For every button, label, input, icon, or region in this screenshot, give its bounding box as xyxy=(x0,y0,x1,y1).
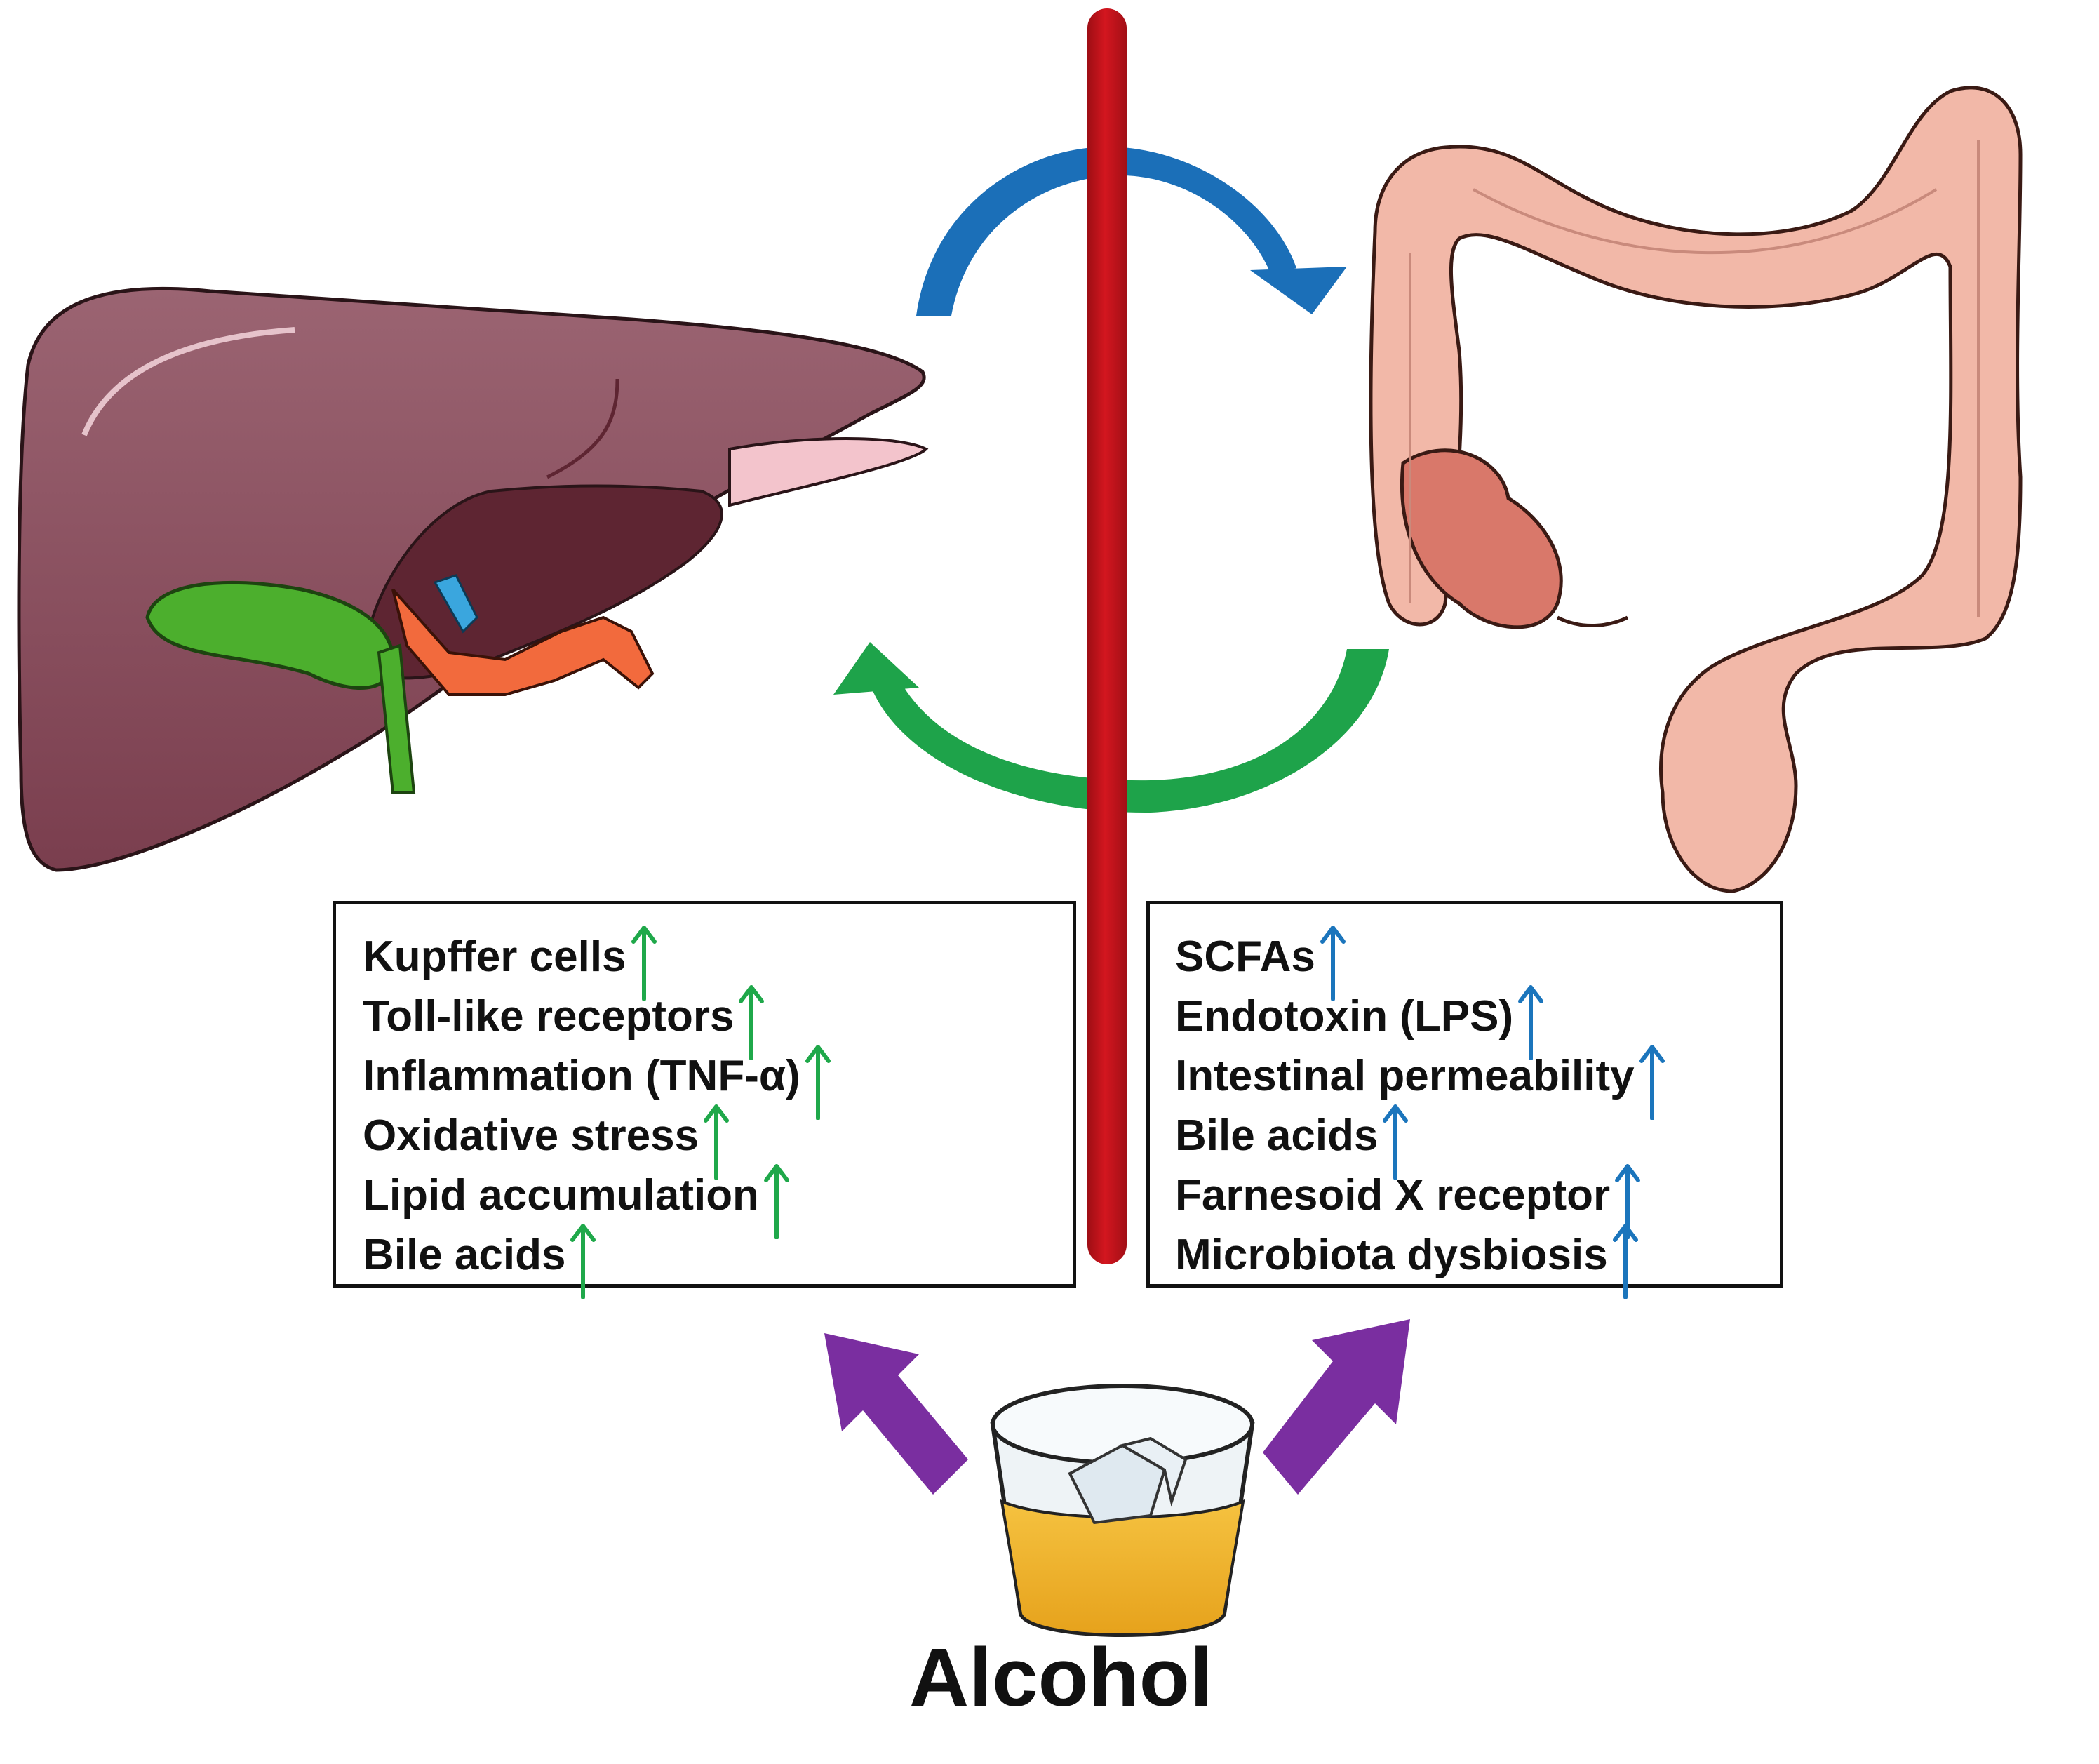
liver-effect-item: Kupffer cells xyxy=(363,925,1073,1001)
liver-effect-item-label: Oxidative stress xyxy=(363,1111,699,1160)
up-arrow-icon xyxy=(1320,922,1346,1001)
cycle-arrow-blue xyxy=(916,147,1347,316)
intestine-illustration xyxy=(1369,86,2023,893)
up-arrow-icon xyxy=(805,1041,831,1120)
liver-effect-item-label: Inflammation (TNF-α) xyxy=(363,1052,800,1100)
up-arrow-icon xyxy=(631,922,657,1001)
up-arrow-icon xyxy=(1612,1220,1639,1299)
liver-effect-item-label: Lipid accumulation xyxy=(363,1171,759,1220)
gut-effect-item: Microbiota dysbiosis xyxy=(1175,1223,1780,1299)
gut-effect-item: Bile acids xyxy=(1175,1104,1780,1180)
gut-effect-item-label: Endotoxin (LPS) xyxy=(1175,992,1514,1041)
up-arrow-icon xyxy=(570,1220,596,1299)
whiskey-glass-illustration xyxy=(990,1384,1255,1637)
up-arrow-icon xyxy=(763,1161,790,1239)
up-arrow-icon xyxy=(1639,1041,1665,1120)
up-arrow-icon xyxy=(703,1101,730,1180)
liver-effect-item: Inflammation (TNF-α) xyxy=(363,1044,1073,1120)
liver-effect-item-label: Toll-like receptors xyxy=(363,992,735,1041)
up-arrow-icon xyxy=(738,982,765,1060)
up-arrow-icon xyxy=(1517,982,1544,1060)
up-arrow-icon xyxy=(1382,1101,1409,1180)
gut-effect-item: Intestinal permeability xyxy=(1175,1044,1780,1120)
gut-effect-item-label: Farnesoid X receptor xyxy=(1175,1171,1611,1220)
gut-effect-item-label: Microbiota dysbiosis xyxy=(1175,1231,1608,1279)
gut-effect-item: SCFAs xyxy=(1175,925,1780,1001)
liver-effect-item: Bile acids xyxy=(363,1223,1073,1299)
alcohol-arrow-left xyxy=(824,1333,968,1495)
alcohol-label: Alcohol xyxy=(909,1631,1213,1724)
liver-effect-item: Lipid accumulation xyxy=(363,1163,1073,1239)
liver-effect-item-label: Kupffer cells xyxy=(363,933,626,981)
red-barrier-bar xyxy=(1087,8,1127,1264)
gut-effect-item: Endotoxin (LPS) xyxy=(1175,984,1780,1060)
cycle-arrow-green xyxy=(833,642,1389,813)
liver-effect-item: Oxidative stress xyxy=(363,1104,1073,1180)
gut-effect-item: Farnesoid X receptor xyxy=(1175,1163,1780,1239)
liver-effect-item: Toll-like receptors xyxy=(363,984,1073,1060)
gut-effect-item-label: SCFAs xyxy=(1175,933,1315,981)
alcohol-arrow-right xyxy=(1263,1319,1410,1495)
gut-effect-item-label: Intestinal permeability xyxy=(1175,1052,1635,1100)
liver-illustration xyxy=(17,286,929,872)
gut-effect-item-label: Bile acids xyxy=(1175,1111,1379,1160)
liver-effect-item-label: Bile acids xyxy=(363,1231,566,1279)
